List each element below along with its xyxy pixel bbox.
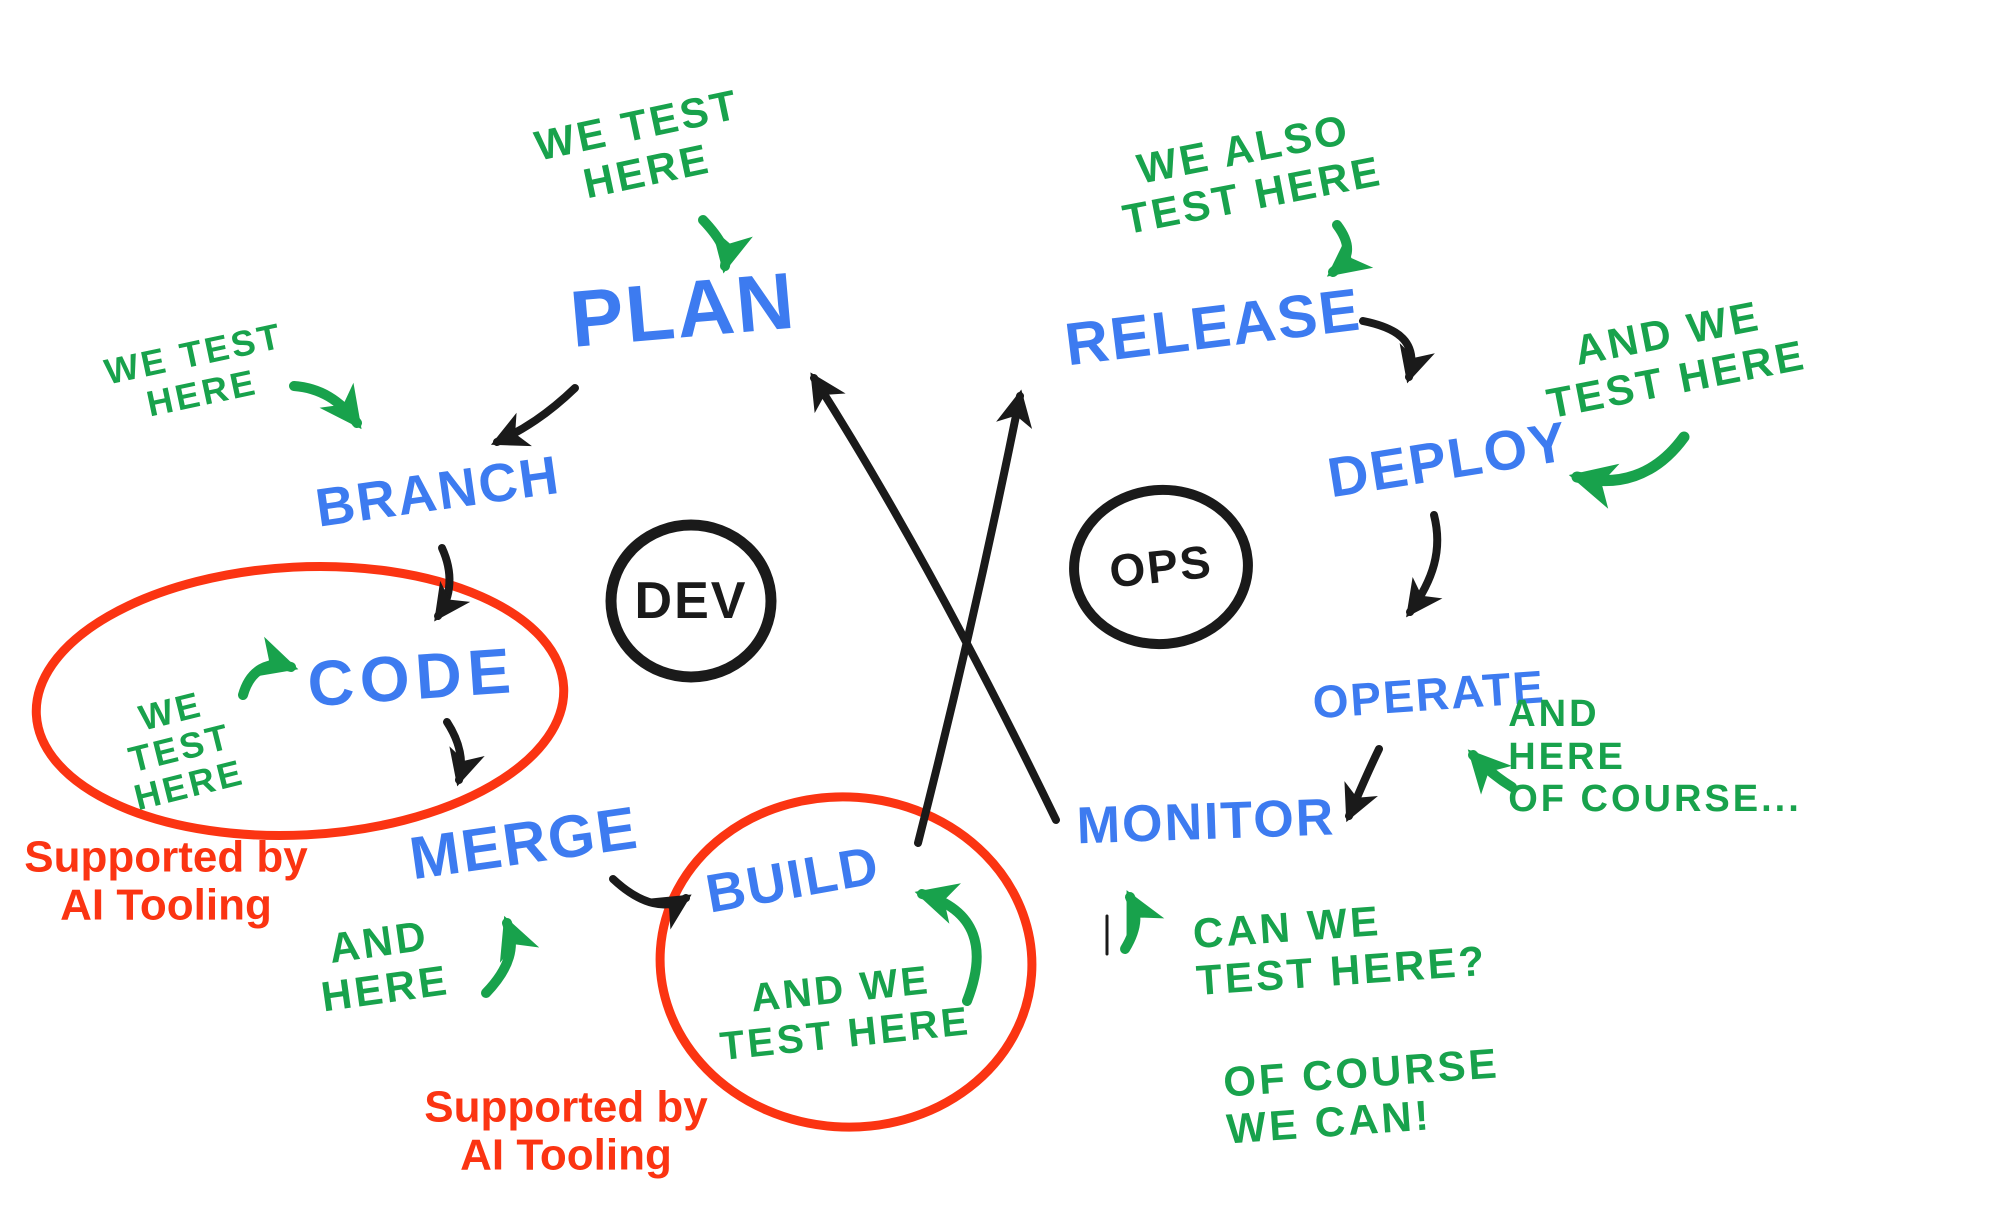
caption-code-supported-by-ai: Supported by AI Tooling [24, 832, 308, 930]
note-merge: AND HERE [318, 911, 453, 1021]
green-arrow-to-release [1326, 220, 1374, 277]
arrow-release-to-deploy [1359, 317, 1435, 384]
green-arrow-to-branch [289, 381, 362, 430]
green-arrow-to-deploy [1568, 431, 1690, 509]
ai-tooling-ellipse-code [31, 561, 569, 841]
stage-code: CODE [305, 633, 519, 721]
dev-circle [605, 519, 777, 683]
green-arrow-to-operate [1467, 749, 1517, 795]
caption-build-supported-by-ai: Supported by AI Tooling [424, 1082, 708, 1180]
ops-label: OPS [1106, 534, 1215, 598]
arrow-deploy-to-operate [1406, 511, 1443, 618]
arrow-build-to-release [914, 389, 1033, 847]
arrow-operate-to-monitor [1344, 745, 1383, 823]
arrow-merge-to-build [609, 875, 692, 930]
stage-monitor: MONITOR [1075, 788, 1337, 856]
dev-label: DEV [634, 571, 748, 630]
green-arrow-to-code [238, 636, 299, 700]
arrow-branch-to-code [434, 544, 471, 622]
arrow-code-to-merge [443, 718, 485, 787]
note-operate: AND HERE OF COURSE... [1508, 693, 1802, 821]
green-arrow-to-build [914, 883, 982, 1006]
arrow-monitor-to-plan [810, 372, 1060, 824]
ops-circle [1069, 484, 1253, 650]
ai-tooling-ellipse-build [655, 792, 1037, 1132]
arrow-plan-to-branch [490, 384, 579, 447]
green-arrow-to-merge [481, 915, 540, 998]
note-monitor-answer: OF COURSE WE CAN! [1221, 1039, 1502, 1153]
green-arrow-to-monitor [1120, 890, 1165, 954]
green-arrow-to-plan [698, 215, 753, 274]
